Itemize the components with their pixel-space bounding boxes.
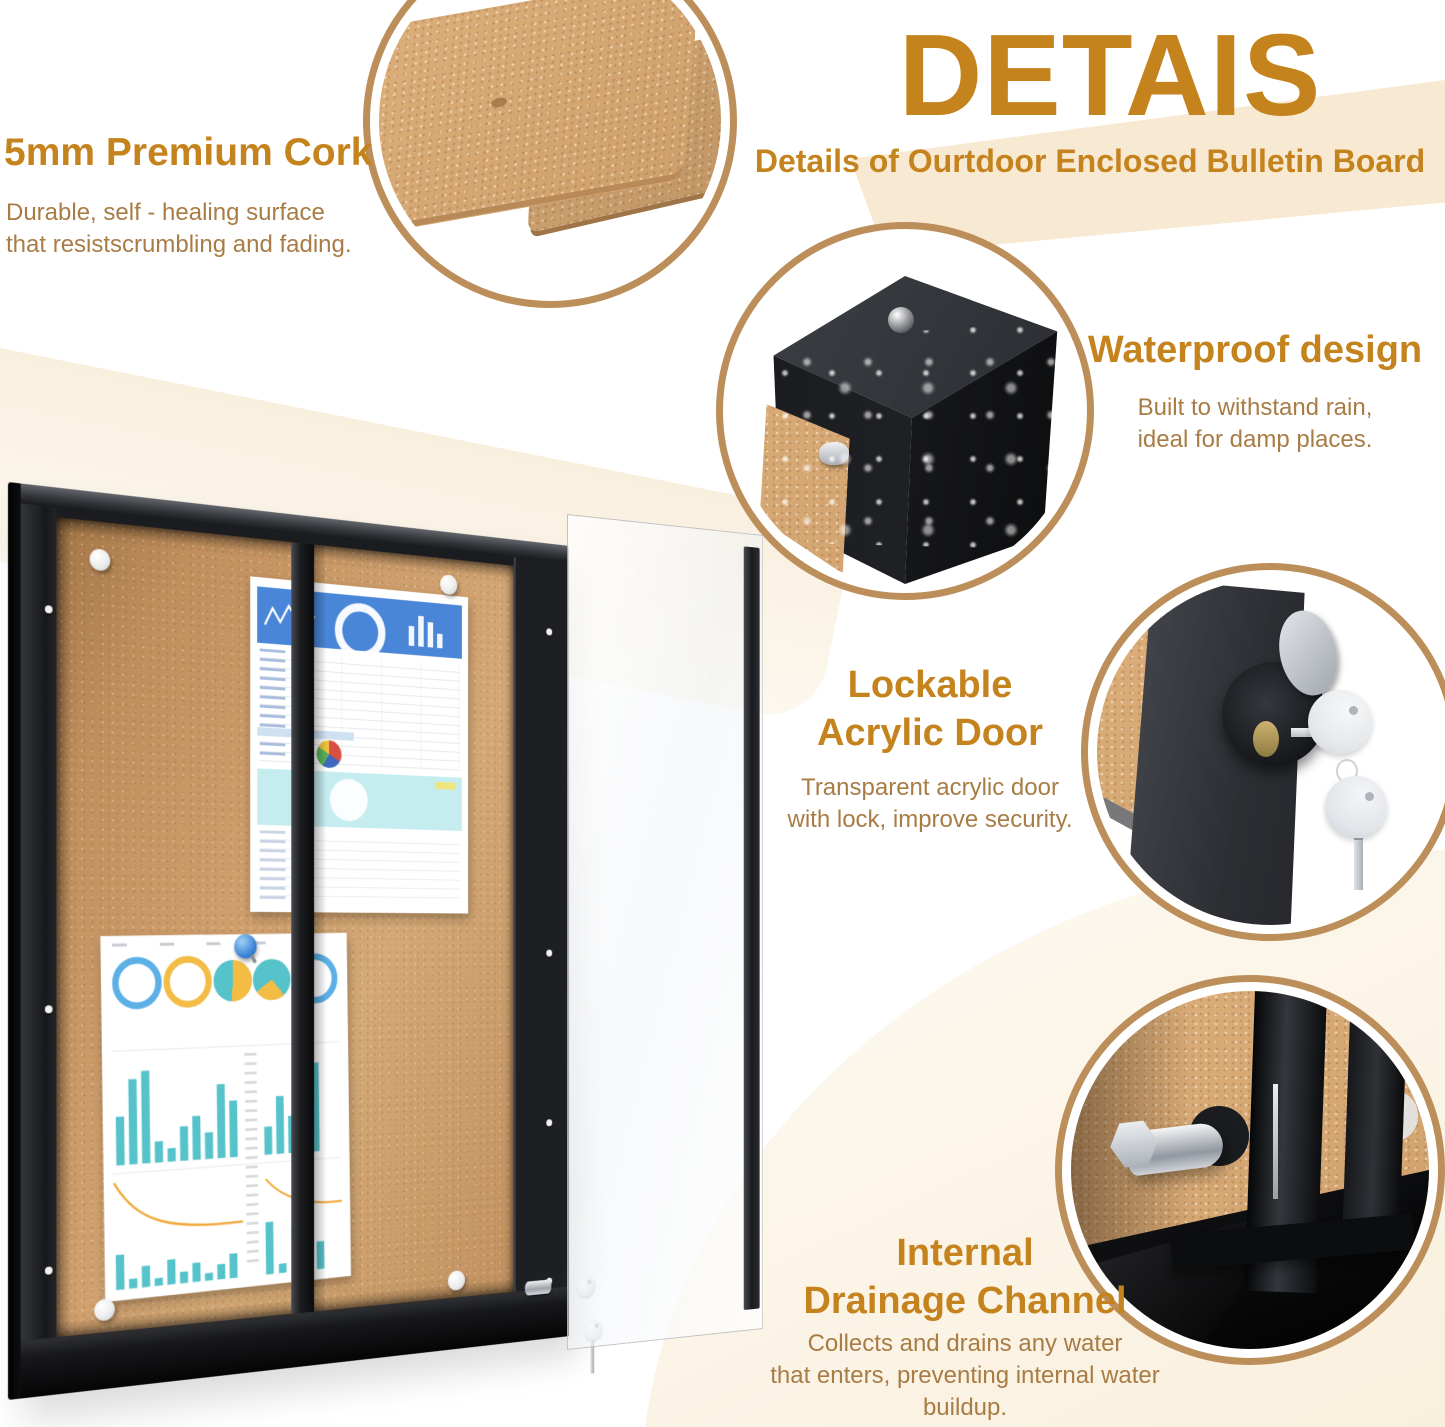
key-head-icon: [1308, 689, 1373, 754]
board-left-edge: [8, 482, 21, 1400]
waterproof-body-line: ideal for damp places.: [1137, 426, 1373, 454]
bar-chart-icon: [408, 611, 455, 649]
waterproof-feature-heading: Waterproof design: [1087, 329, 1423, 371]
drainage-feature-body: Collects and drains any water that enter…: [725, 1328, 1205, 1424]
board-center-stile: [291, 542, 315, 1314]
lockable-body-line: Transparent acrylic door: [801, 774, 1059, 801]
screw-icon: [546, 949, 553, 957]
lockable-heading-line: Acrylic Door: [817, 711, 1043, 754]
drainage-heading-line: Internal: [896, 1232, 1034, 1274]
pie-chart-teal-yellow-icon: [252, 958, 292, 1001]
cork-feature-heading: 5mm Premium Cork: [4, 131, 373, 174]
lock-brass-core: [1252, 720, 1279, 757]
water-droplets: [766, 321, 1058, 550]
poster-blue-header: [257, 586, 462, 662]
acrylic-door-panel: [567, 514, 764, 1350]
screw-icon: [546, 628, 553, 636]
lock-feature-circle: [1081, 563, 1445, 941]
board-left-frame: [20, 503, 57, 1399]
water-droplets-corner-photo: [732, 238, 1078, 584]
page-title: DETAIS: [898, 10, 1322, 140]
cork-feature-body: Durable, self - healing surface that res…: [6, 197, 406, 261]
lockable-heading-line: Lockable: [847, 664, 1013, 706]
waterproof-body-line: Built to withstand rain,: [1137, 394, 1373, 421]
cork-feature-circle: [363, 0, 737, 308]
poster-table-rows-lower: [259, 830, 460, 904]
lock-cylinder-icon: [524, 1279, 552, 1296]
acrylic-glass: [567, 514, 764, 1350]
cork-body-line: that resistscrumbling and fading.: [6, 231, 352, 259]
drainage-feature-heading: Internal Drainage Channel: [745, 1230, 1185, 1325]
donut-chart-icon: [334, 601, 386, 662]
cork-sheets-photo: [379, 0, 721, 292]
small-teal-bar-chart-left: [115, 1222, 247, 1291]
drainage-channel-photo: [1071, 991, 1429, 1349]
door-right-stile: [743, 546, 760, 1311]
drainage-slot: [1273, 1084, 1279, 1199]
drainage-feature-circle: [1055, 975, 1445, 1365]
drainage-body-line: Collects and drains any water: [807, 1330, 1123, 1357]
bulletin-board-photo: [8, 482, 602, 1400]
circle-chart-icon: [329, 778, 368, 822]
ring-chart-blue-icon: [111, 956, 163, 1010]
waterproof-feature-body: Built to withstand rain, ideal for damp …: [1085, 392, 1425, 456]
screw-icon: [44, 605, 53, 614]
large-water-drop: [887, 307, 914, 334]
cork-body-line: Durable, self - healing surface: [6, 199, 325, 226]
board-right-frame: [513, 557, 569, 1343]
lockable-body-line: with lock, improve security.: [787, 806, 1073, 834]
drainage-body-line: buildup.: [922, 1394, 1008, 1422]
frame-vertical-bar-outer: [1342, 991, 1409, 1229]
drainage-heading-line: Drainage Channel: [803, 1279, 1127, 1322]
poster-spreadsheet: [250, 576, 469, 914]
poster-cyan-header: [257, 768, 462, 831]
lockable-feature-body: Transparent acrylic door with lock, impr…: [745, 772, 1115, 836]
poster-table-rows: [259, 648, 460, 771]
blue-pushpin-icon: [234, 934, 257, 959]
lockable-feature-heading: Lockable Acrylic Door: [760, 662, 1100, 757]
key-with-blade-icon: [1325, 776, 1388, 891]
waterproof-feature-circle: [716, 222, 1094, 600]
pie-chart-yellow-teal-icon: [212, 959, 252, 1002]
teal-bar-chart-left: [115, 1059, 242, 1166]
ring-chart-yellow-icon: [162, 955, 212, 1009]
yellow-tag: [435, 781, 456, 790]
page-subtitle: Details of Ourtdoor Enclosed Bulletin Bo…: [754, 143, 1426, 179]
lock-and-keys-photo: [1097, 579, 1443, 925]
drainage-body-line: that enters, preventing internal water: [770, 1362, 1160, 1390]
